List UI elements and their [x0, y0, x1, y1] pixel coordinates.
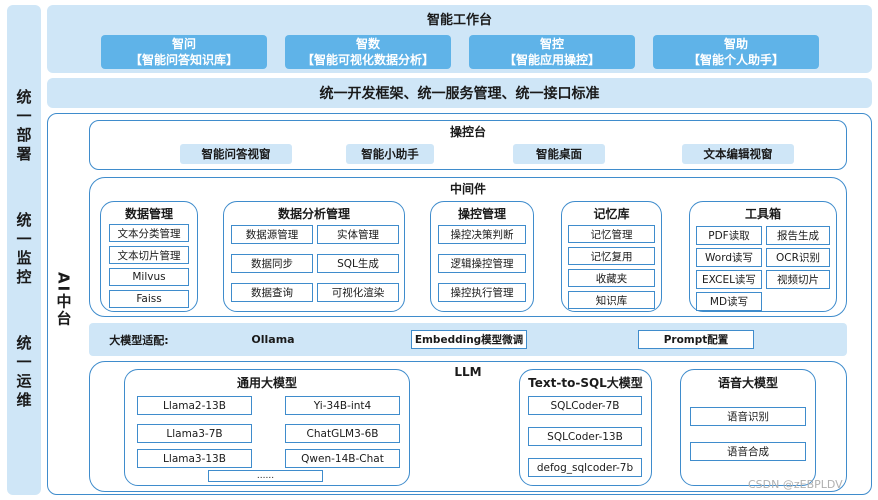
model-item: Llama3-7B: [137, 424, 252, 443]
memory-item: 记忆管理: [568, 225, 655, 243]
speech-title: 语音大模型: [717, 375, 778, 390]
speech-item: 语音识别: [690, 407, 806, 426]
middleware-title: 中间件: [449, 181, 486, 196]
toolbox-item: EXCEL读写: [696, 270, 762, 289]
data-analysis-item: 数据查询: [231, 283, 313, 302]
workbench-item-name: 智控: [539, 37, 564, 51]
console-item-assistant: 智能小助手: [346, 144, 434, 164]
adapter-item-prompt: Prompt配置: [638, 330, 754, 349]
text2sql-title: Text-to-SQL大模型: [528, 375, 643, 390]
workbench-item-zhiwen: 智问 【智能问答知识库】: [101, 35, 267, 69]
side-column: 统一部署 统一监控 统一运维: [7, 5, 41, 495]
model-item: Llama2-13B: [137, 396, 252, 415]
memory-title: 记忆库: [593, 206, 630, 221]
data-analysis-item: SQL生成: [317, 254, 399, 273]
toolbox-item: MD读写: [696, 292, 762, 311]
model-item: ChatGLM3-6B: [285, 424, 400, 443]
data-mgmt-item: Faiss: [109, 290, 189, 308]
toolbox-item: OCR识别: [766, 248, 830, 267]
toolbox-item: 视频切片: [766, 270, 830, 289]
sql-model-item: SQLCoder-13B: [528, 427, 642, 446]
workbench-item-desc: 【智能可视化数据分析】: [301, 53, 434, 67]
workbench-item-desc: 【智能应用操控】: [503, 53, 600, 67]
workbench-item-desc: 【智能问答知识库】: [129, 53, 238, 67]
memory-item: 知识库: [568, 291, 655, 309]
workbench-item-name: 智助: [723, 37, 748, 51]
sql-model-item: SQLCoder-7B: [528, 396, 642, 415]
console-title: 操控台: [449, 124, 486, 139]
side-label-monitor: 统一监控: [14, 211, 33, 288]
llm-title: LLM: [454, 365, 482, 379]
data-analysis-title: 数据分析管理: [277, 206, 350, 221]
data-mgmt-item: Milvus: [109, 268, 189, 286]
memory-item: 收藏夹: [568, 269, 655, 287]
speech-box: [680, 369, 816, 486]
adapter-item-embedding: Embedding模型微调: [411, 330, 527, 349]
toolbox-item: PDF读取: [696, 226, 762, 245]
model-item: Llama3-13B: [137, 449, 252, 468]
adapter-label: 大模型适配:: [109, 333, 169, 347]
control-mgmt-title: 操控管理: [457, 206, 506, 221]
workbench-item-name: 智数: [355, 37, 380, 51]
watermark: CSDN @zEBPLDV: [748, 478, 843, 491]
workbench-panel: 智能工作台 智问 【智能问答知识库】 智数 【智能可视化数据分析】 智控 【智能…: [47, 5, 872, 73]
model-item: Yi-34B-int4: [285, 396, 400, 415]
data-mgmt-item: 文本切片管理: [109, 246, 189, 264]
control-mgmt-item: 操控执行管理: [438, 283, 526, 302]
console-item-desktop: 智能桌面: [513, 144, 605, 164]
data-analysis-item: 数据源管理: [231, 225, 313, 244]
toolbox-title: 工具箱: [744, 206, 781, 221]
ai-platform-label: AI中台: [54, 272, 73, 328]
memory-item: 记忆复用: [568, 247, 655, 265]
data-analysis-item: 可视化渲染: [317, 283, 399, 302]
toolbox-item: Word读写: [696, 248, 762, 267]
side-label-ops: 统一运维: [14, 335, 33, 412]
sql-model-item: defog_sqlcoder-7b: [528, 458, 642, 477]
unify-bar: 统一开发框架、统一服务管理、统一接口标准: [47, 78, 872, 108]
model-item: Qwen-14B-Chat: [285, 449, 400, 468]
adapter-item-ollama: Ollama: [251, 333, 295, 346]
data-analysis-item: 实体管理: [317, 225, 399, 244]
console-item-editor: 文本编辑视窗: [682, 144, 794, 164]
workbench-item-zhishu: 智数 【智能可视化数据分析】: [285, 35, 451, 69]
data-mgmt-title: 数据管理: [124, 206, 173, 221]
control-mgmt-item: 逻辑操控管理: [438, 254, 526, 273]
workbench-title: 智能工作台: [426, 12, 492, 28]
model-item-more: ......: [208, 470, 323, 482]
toolbox-item: 报告生成: [766, 226, 830, 245]
workbench-item-desc: 【智能个人助手】: [687, 53, 784, 67]
data-mgmt-item: 文本分类管理: [109, 224, 189, 242]
console-item-qa: 智能问答视窗: [180, 144, 292, 164]
workbench-item-zhizhu: 智助 【智能个人助手】: [653, 35, 819, 69]
speech-item: 语音合成: [690, 442, 806, 461]
side-label-deploy: 统一部署: [14, 88, 33, 165]
general-models-title: 通用大模型: [236, 375, 297, 390]
data-analysis-item: 数据同步: [231, 254, 313, 273]
workbench-item-zhikong: 智控 【智能应用操控】: [469, 35, 635, 69]
control-mgmt-item: 操控决策判断: [438, 225, 526, 244]
workbench-item-name: 智问: [171, 37, 196, 51]
